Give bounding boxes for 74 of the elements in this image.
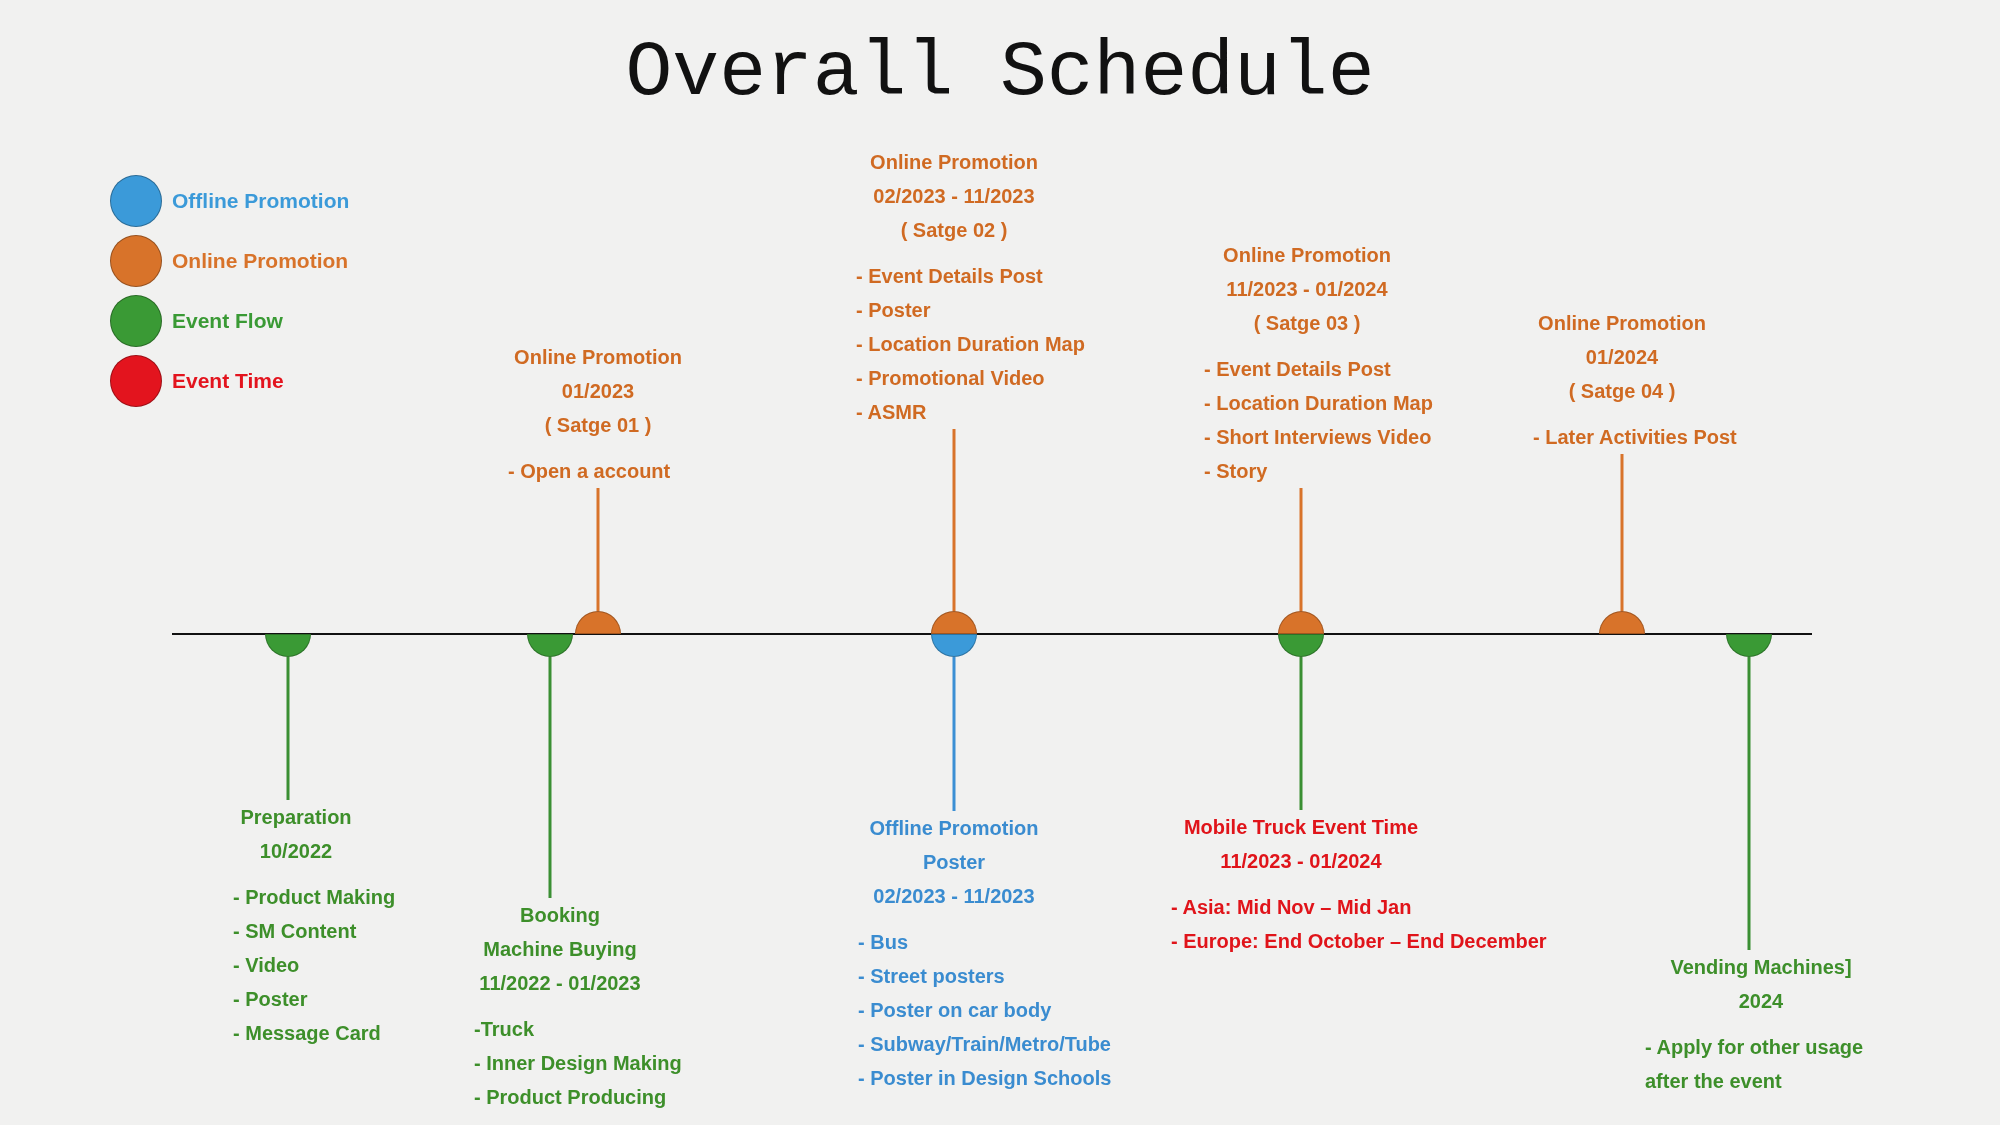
bullet-item: - Poster in Design Schools xyxy=(858,1066,1112,1091)
title: Overall Schedule xyxy=(624,28,1376,118)
entry-heading: Online Promotion xyxy=(1223,243,1391,268)
entry-heading: Offline Promotion xyxy=(869,816,1039,841)
semicircle-marker xyxy=(931,611,977,634)
entry-heading: 01/2023 xyxy=(561,379,635,404)
entry-heading: 10/2022 xyxy=(259,839,333,864)
entry-heading: Online Promotion xyxy=(514,345,682,370)
entry-heading: Poster xyxy=(922,850,986,875)
entry-heading: ( Satge 03 ) xyxy=(1253,311,1361,336)
semicircle-marker xyxy=(575,611,621,634)
entry-heading: Booking xyxy=(520,903,600,928)
connector-line xyxy=(1747,657,1751,950)
bullet-item: - Poster xyxy=(856,298,931,323)
connector-line xyxy=(1620,454,1624,611)
bullet-item: - Europe: End October – End December xyxy=(1171,929,1547,954)
bullet-item: - Asia: Mid Nov – Mid Jan xyxy=(1171,895,1412,920)
bullet-item: - Street posters xyxy=(858,964,1005,989)
entry-heading: Mobile Truck Event Time xyxy=(1183,815,1419,840)
bullet-item: - Product Producing xyxy=(474,1085,667,1110)
bullet-item: - Promotional Video xyxy=(856,366,1045,391)
semicircle-marker xyxy=(931,634,977,657)
entry-heading: Vending Machines] xyxy=(1670,955,1852,980)
entry-heading: 11/2023 - 01/2024 xyxy=(1220,849,1382,874)
connector-line xyxy=(952,657,956,811)
bullet-item: - Short Interviews Video xyxy=(1204,425,1432,450)
bullet-item: - Poster on car body xyxy=(858,998,1052,1023)
connector-line xyxy=(1299,488,1303,611)
semicircle-marker xyxy=(1599,611,1645,634)
bullet-item: - Product Making xyxy=(233,885,396,910)
bullet-item: - ASMR xyxy=(856,400,927,425)
entry-heading: ( Satge 04 ) xyxy=(1568,379,1676,404)
connector-line xyxy=(596,488,600,611)
bullet-item: - Subway/Train/Metro/Tube xyxy=(858,1032,1111,1057)
semicircle-marker xyxy=(265,634,311,657)
semicircle-marker xyxy=(1726,634,1772,657)
entry-heading: 02/2023 - 11/2023 xyxy=(873,184,1035,209)
entry-heading: 11/2022 - 01/2023 xyxy=(479,971,641,996)
legend-label: Event Time xyxy=(172,369,284,393)
entry-heading: 01/2024 xyxy=(1585,345,1659,370)
entry-heading: Preparation xyxy=(240,805,352,830)
bullet-item: - Location Duration Map xyxy=(1204,391,1433,416)
entry-heading: 02/2023 - 11/2023 xyxy=(873,884,1035,909)
legend-label: Event Flow xyxy=(172,309,283,333)
bullet-item: - SM Content xyxy=(233,919,357,944)
bullet-item: - Story xyxy=(1204,459,1268,484)
bullet-item: - Bus xyxy=(858,930,908,955)
entry-heading: 2024 xyxy=(1738,989,1784,1014)
bullet-item: - Video xyxy=(233,953,300,978)
connector-line xyxy=(952,429,956,611)
semicircle-marker xyxy=(1278,634,1324,657)
bullet-item: - Location Duration Map xyxy=(856,332,1085,357)
entry-heading: Online Promotion xyxy=(870,150,1038,175)
entry-heading: ( Satge 02 ) xyxy=(900,218,1008,243)
bullet-item: - Event Details Post xyxy=(1204,357,1391,382)
connector-line xyxy=(286,657,290,800)
entry-heading: 11/2023 - 01/2024 xyxy=(1226,277,1388,302)
bullet-item: - Later Activities Post xyxy=(1533,425,1737,450)
bullet-item: -Truck xyxy=(474,1017,535,1042)
semicircle-marker xyxy=(1278,611,1324,634)
connector-line xyxy=(1299,657,1303,810)
bullet-item: - Event Details Post xyxy=(856,264,1043,289)
legend-label: Offline Promotion xyxy=(172,189,350,213)
bullet-item: - Open a account xyxy=(508,459,671,484)
legend-label: Online Promotion xyxy=(172,249,349,273)
entry-heading: Online Promotion xyxy=(1538,311,1706,336)
bullet-item: - Poster xyxy=(233,987,308,1012)
semicircle-marker xyxy=(527,634,573,657)
entry-heading: ( Satge 01 ) xyxy=(544,413,652,438)
entry-heading: Machine Buying xyxy=(483,937,637,962)
bullet-item: - Apply for other usage after the event xyxy=(1645,1035,1865,1094)
connector-line xyxy=(548,657,552,898)
bullet-item: - Inner Design Making xyxy=(474,1051,682,1076)
bullet-item: - Message Card xyxy=(233,1021,381,1046)
